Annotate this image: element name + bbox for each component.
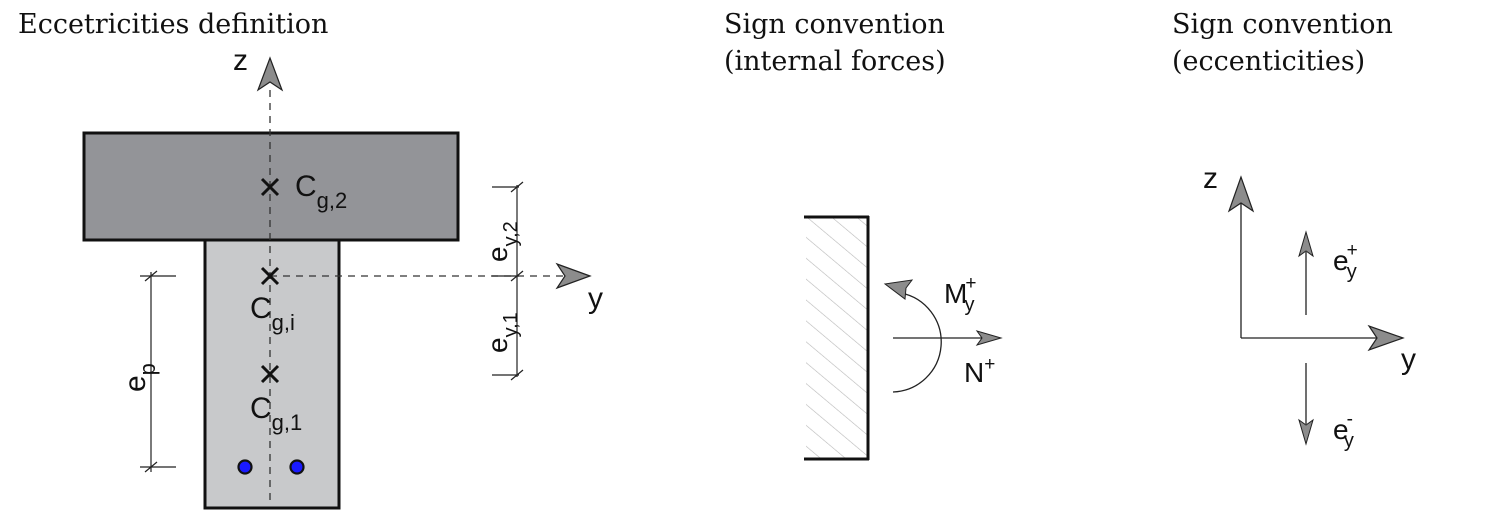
panel-title-eccentricities: Eccetricities definition [18, 9, 329, 40]
panel-title-eccentricity-signs-line2: (eccenticities) [1172, 46, 1366, 77]
cut-section [804, 215, 870, 461]
centroid-marker-cgi [260, 266, 280, 286]
normal-force-arrowhead [975, 330, 1003, 346]
hatched-member [806, 217, 868, 459]
z-axis-arrowhead [256, 56, 284, 92]
centroid-label-cg1: Cg,1 [250, 392, 302, 435]
centroid-label-cgi: Cg,i [250, 292, 295, 335]
panel-title-internal-forces-line1: Sign convention [724, 9, 945, 40]
strand-left [237, 459, 253, 475]
negative-ey-arrowhead [1298, 418, 1314, 446]
sign-z-axis-arrowhead [1227, 175, 1255, 213]
dimension-ey [492, 181, 524, 381]
moment-arrowhead [883, 279, 914, 300]
y-axis-arrowhead [555, 262, 592, 290]
negative-ey-label: e-y [1333, 409, 1354, 452]
sign-y-axis-arrowhead [1367, 324, 1405, 352]
moment-label: M+y [944, 273, 976, 316]
centroid-label-cg2: Cg,2 [295, 170, 347, 213]
strand-right [289, 459, 305, 475]
positive-ey-label: e+y [1333, 240, 1358, 283]
dimension-label-ey2: ey,2 [482, 221, 522, 262]
centroid-marker-cg1 [260, 364, 280, 384]
dimension-ep [140, 270, 176, 473]
dimension-label-ey1: ey,1 [482, 312, 522, 353]
moment-arc [892, 292, 942, 393]
y-axis-label: y [588, 282, 603, 315]
centroid-marker-cg2 [260, 177, 280, 197]
dimension-label-ep: ep [119, 363, 160, 392]
panel-title-internal-forces-line2: (internal forces) [724, 46, 946, 77]
sign-y-axis-label: y [1401, 343, 1416, 376]
z-axis-label: z [233, 44, 248, 77]
panel-title-eccentricity-signs-line1: Sign convention [1172, 9, 1393, 40]
positive-ey-arrowhead [1298, 230, 1314, 258]
normal-force-label: N+ [964, 354, 995, 388]
sign-z-axis-label: z [1203, 162, 1218, 195]
